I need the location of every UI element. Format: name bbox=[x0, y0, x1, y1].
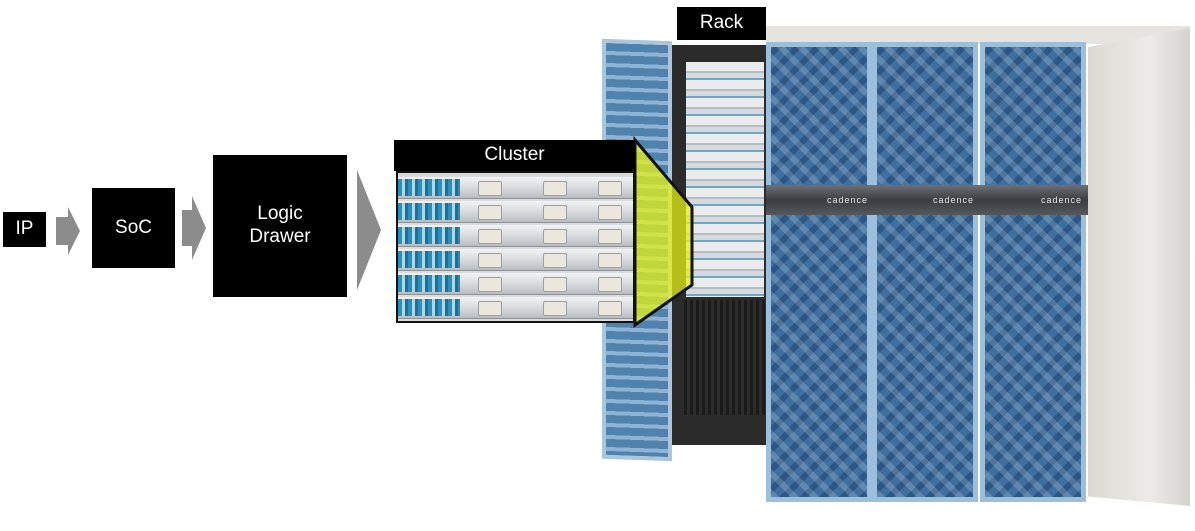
rack-lower-grille bbox=[684, 300, 766, 415]
cluster-zoom-wedge bbox=[633, 135, 694, 328]
rack-title-box: Rack bbox=[677, 7, 766, 40]
ip-label: IP bbox=[15, 218, 34, 240]
rack-label: Rack bbox=[699, 12, 744, 34]
cabinet-2: cadence bbox=[872, 42, 988, 502]
logic-drawer-label: Logic Drawer bbox=[249, 203, 311, 247]
cluster-photo bbox=[396, 171, 635, 323]
rack-top bbox=[766, 26, 1190, 44]
cabinet-2-brand: cadence bbox=[932, 195, 974, 205]
cluster-title-box: Cluster bbox=[394, 140, 635, 171]
cluster-label: Cluster bbox=[484, 144, 545, 166]
cabinet-3-brand: cadence bbox=[1040, 195, 1082, 205]
cabinet-1-brand: cadence bbox=[826, 195, 868, 205]
arrow-soc-to-logic-drawer bbox=[182, 196, 206, 260]
soc-box: SoC bbox=[92, 188, 175, 268]
cabinet-3-brand-band: cadence bbox=[980, 185, 1096, 215]
cabinet-1: cadence bbox=[766, 42, 882, 502]
cabinet-1-brand-band: cadence bbox=[766, 185, 882, 215]
cabinet-2-brand-band: cadence bbox=[872, 185, 988, 215]
logic-drawer-box: Logic Drawer bbox=[213, 155, 347, 297]
arrow-ip-to-soc bbox=[56, 207, 80, 255]
soc-label: SoC bbox=[115, 216, 152, 238]
arrow-logic-drawer-to-cluster bbox=[357, 170, 381, 290]
cabinet-side-panel bbox=[1088, 28, 1190, 506]
rack-servers bbox=[686, 62, 764, 297]
cabinet-3: cadence bbox=[980, 42, 1096, 502]
ip-box: IP bbox=[3, 212, 46, 247]
